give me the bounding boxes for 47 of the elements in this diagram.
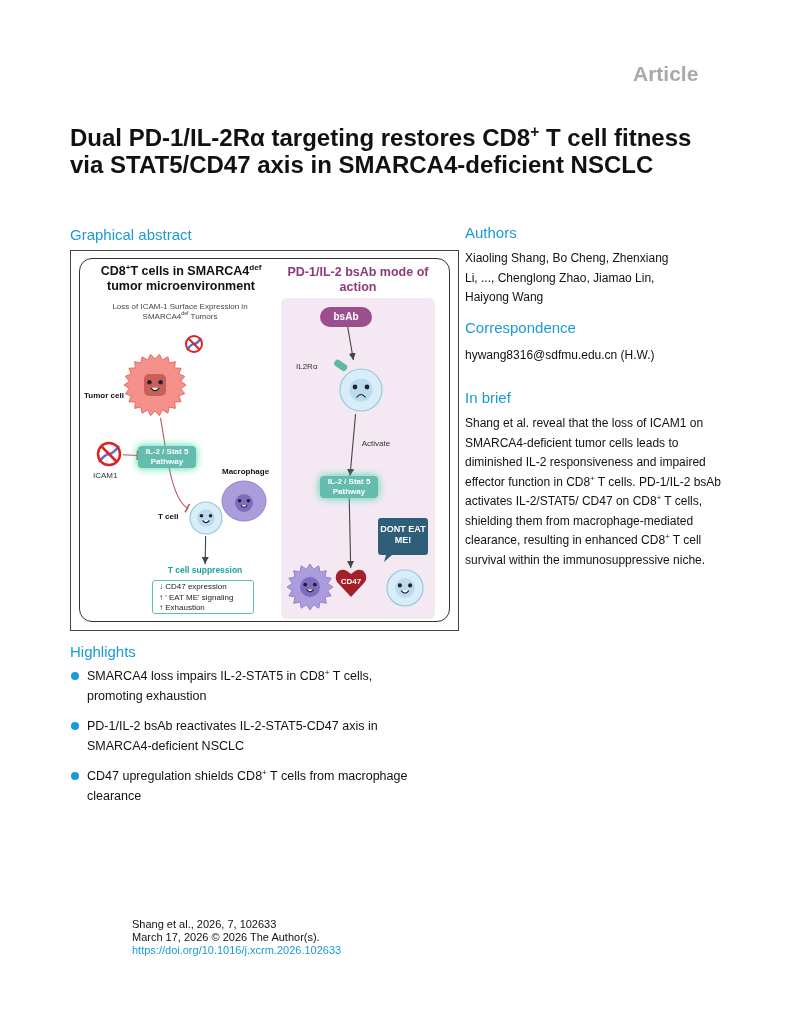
bubble-text: DONT EAT ME! (379, 524, 427, 546)
author-list: Xiaoling Shang, Bo Cheng, Zhenxiang Li, ..., Chenglong Zhao, Jiamao Lin, Haiyong Wang (465, 249, 680, 308)
inhibition-line (168, 467, 191, 513)
annotation-text: Loss of ICAM-1 Surface Expression in SMARCA4$^{def}$ Tumors (111, 302, 249, 322)
antibody-pill: bsAb (320, 307, 372, 327)
email-address: hywang8316@sdfmu.edu.cn (H.W.) (465, 347, 656, 364)
summary-paragraph: Shang et al. reveal that the loss of ICAM1 on SMARCA4-deficient tumor cells leads to diminished IL-2 responsiveness and impaired effector function in CD8$^{+}$ T cells. PD-1/IL-2 bsAb activates IL-2/STAT5/ CD47 on CD8$^{+}$ T cells, shielding them from macrophage-mediated clearance, resulting in enhanced CD8$^{+}$ T cell survival within the immunosuppressive niche. (465, 415, 723, 569)
article-type-label: Article (633, 62, 700, 86)
section-heading: Correspondence (465, 319, 577, 336)
arrow (347, 326, 356, 361)
panel-heading: CD8$^{+}$T cells in SMARCA4$^{def}$ tumor microenvironment (99, 264, 263, 294)
heart-label: CD47 (339, 577, 363, 586)
section-heading: Graphical abstract (70, 226, 192, 243)
inhibition-line (122, 450, 139, 461)
effect-line: ↓ CD47 expression (159, 582, 227, 592)
macrophage-drawing (286, 563, 334, 611)
copyright-text: March 17, 2026 © 2026 The Author(s). (132, 931, 321, 944)
pathway-box: IL-2 / Stat 5 Pathway (138, 446, 196, 468)
cell-label: Macrophage (222, 467, 270, 476)
article-title: Dual PD-1/IL-2Rα targeting restores CD8$^{+}$ T cell fitness via STAT5/CD47 axis in SMARCA4-deficient NSCLC (70, 124, 693, 178)
pathway-box: IL-2 / Stat 5 Pathway (320, 476, 378, 498)
effect-line: ↑ Exhaustion (159, 603, 205, 613)
panel-heading: PD-1/IL-2 bsAb mode of action (286, 265, 430, 295)
section-heading: Authors (465, 224, 518, 241)
arrow (201, 535, 209, 565)
edge-label: Activate (360, 439, 392, 448)
t-cell-drawing (385, 568, 425, 608)
section-heading: Highlights (70, 643, 137, 660)
highlight-text: SMARCA4 loss impairs IL-2-STAT5 in CD8$^{+}$ T cells, promoting exhaustion (87, 666, 374, 705)
highlight-text: PD-1/IL-2 bsAb reactivates IL-2-STAT5-CD47 axis in SMARCA4-deficient NSCLC (87, 718, 379, 755)
t-cell-drawing (188, 500, 224, 536)
prohibited-molecule-icon (95, 440, 123, 468)
receptor-label: IL2Rα (296, 362, 318, 371)
doi-link: https://doi.org/10.1016/j.xcrm.2026.102633 (132, 944, 343, 957)
connector-line (159, 417, 166, 447)
molecule-label: ICAM1 (93, 471, 118, 480)
effect-line: ↑ ' EAT ME' signaling (159, 592, 234, 603)
highlight-text: CD47 upregulation shields CD8$^{+}$ T cells from macrophage clearance (87, 766, 409, 805)
arrow (347, 497, 355, 569)
effect-box (152, 580, 254, 614)
citation-text: Shang et al., 2026, 7, 102633 (132, 918, 278, 931)
cell-label: T cell (158, 512, 179, 521)
section-heading: In brief (465, 389, 512, 406)
cell-label: Tumor cell (84, 391, 124, 400)
outcome-label: T cell suppression (150, 564, 260, 577)
arrow (347, 413, 357, 477)
macrophage-drawing (222, 480, 266, 522)
